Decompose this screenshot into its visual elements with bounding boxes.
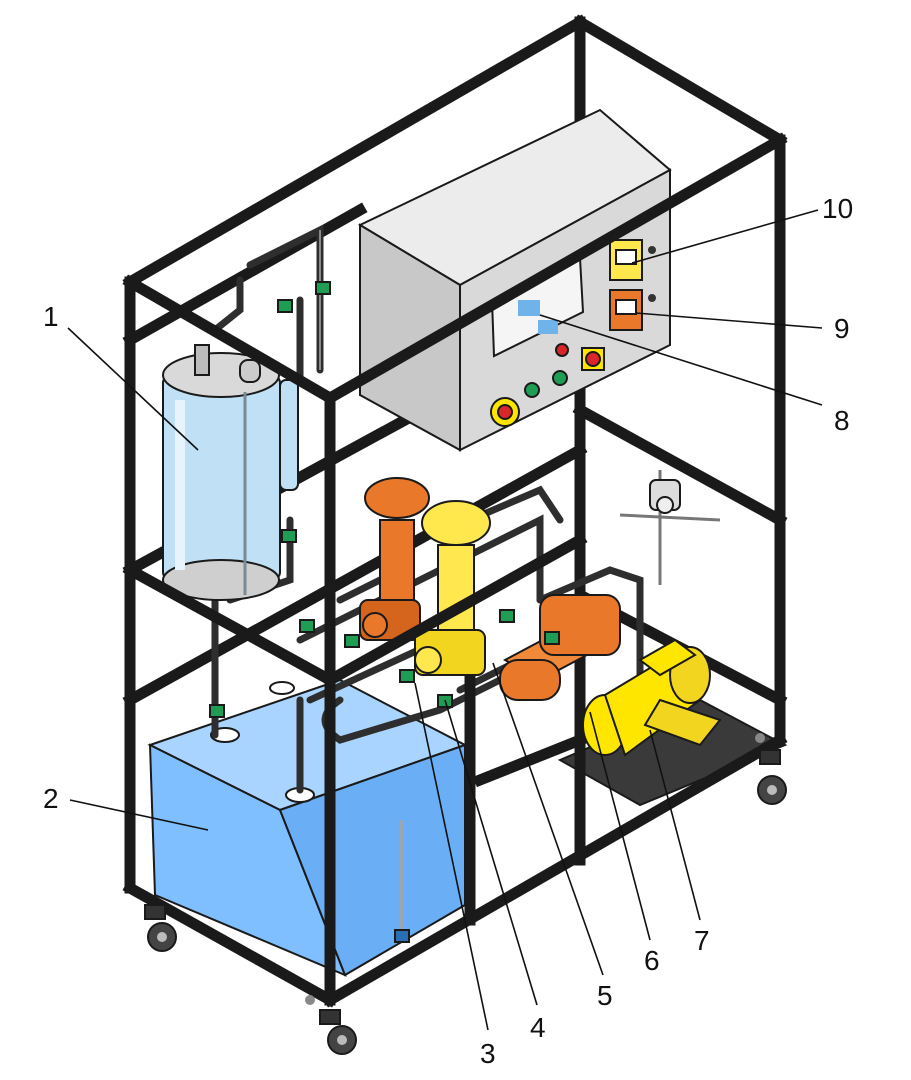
callout-2: 2 — [43, 783, 59, 814]
callout-1: 1 — [43, 301, 59, 332]
green-fittings — [209, 281, 560, 718]
frame-front — [122, 132, 788, 1008]
callout-6: 6 — [644, 945, 660, 976]
callout-7: 7 — [694, 925, 710, 956]
casters — [144, 733, 787, 1055]
pressure-vessel — [162, 344, 299, 601]
dosing-pump-orange — [359, 477, 430, 641]
callout-labels: 1 2 3 4 5 6 7 8 9 10 — [43, 193, 853, 1069]
callout-9: 9 — [834, 313, 850, 344]
callout-5: 5 — [597, 980, 613, 1011]
leader-lines — [67, 209, 823, 1031]
dosing-pump-yellow — [414, 500, 491, 676]
control-cabinet — [357, 108, 672, 452]
callout-8: 8 — [834, 405, 850, 436]
electric-motor — [582, 638, 722, 757]
callout-3: 3 — [480, 1038, 496, 1069]
instrument-assembly — [619, 470, 721, 585]
callout-4: 4 — [530, 1012, 546, 1043]
centrifugal-pump — [499, 594, 621, 701]
callout-10: 10 — [822, 193, 853, 224]
